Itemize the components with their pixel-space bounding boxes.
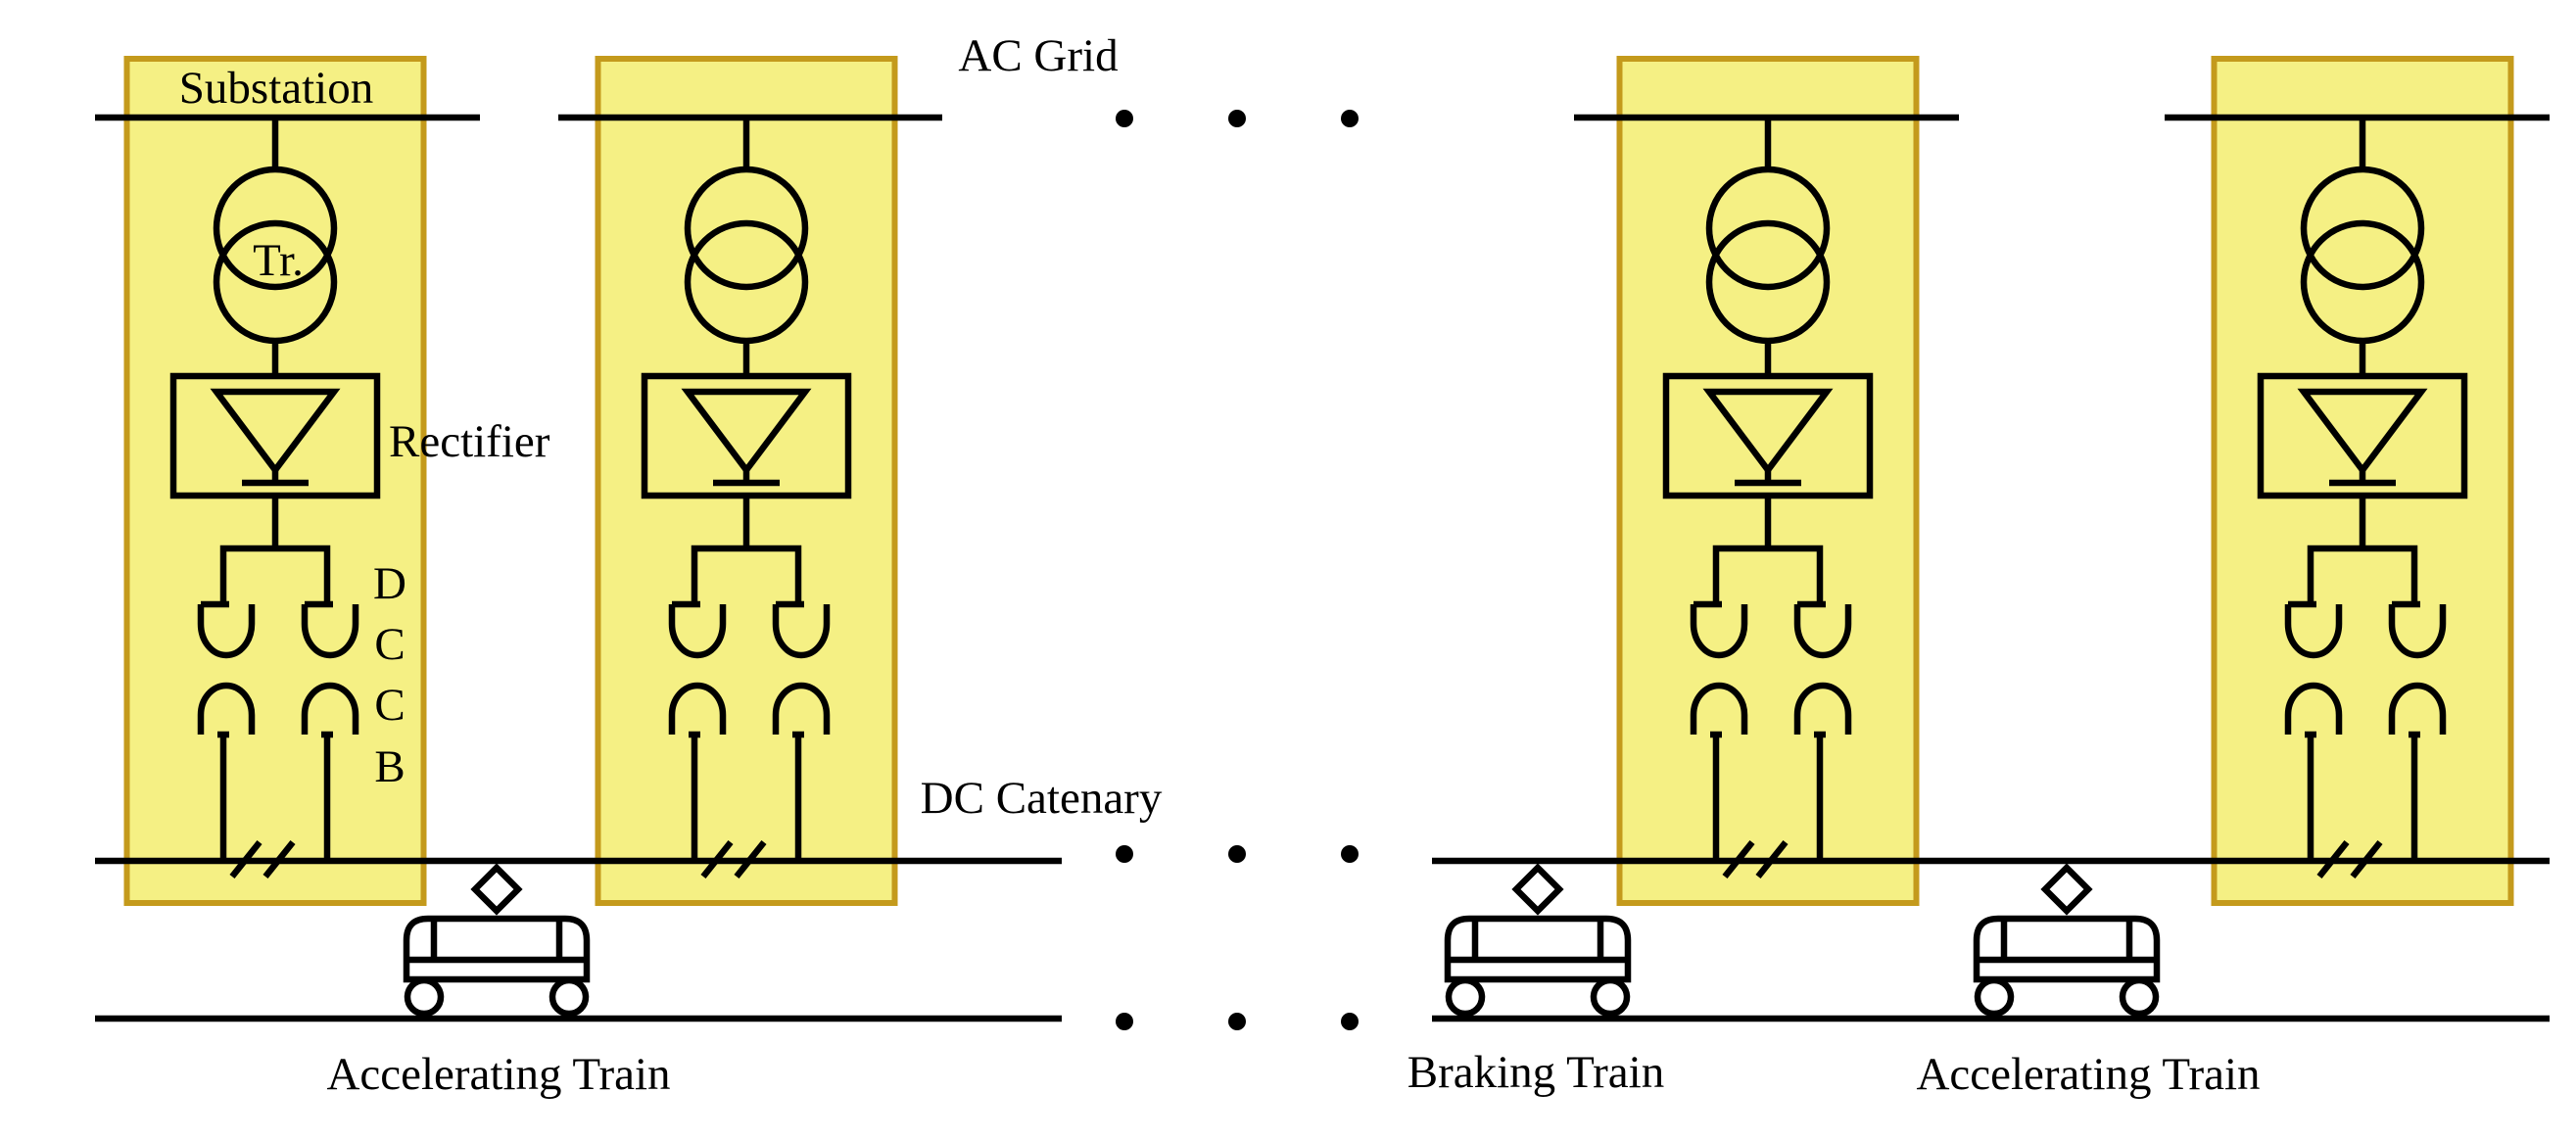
wheel-icon bbox=[404, 976, 445, 1018]
section-mark bbox=[1722, 839, 1755, 879]
pantograph-icon bbox=[470, 863, 523, 916]
dccb-label-letter: D bbox=[373, 558, 406, 609]
diode-icon bbox=[1702, 388, 1834, 476]
section-mark bbox=[1755, 839, 1789, 879]
section-mark bbox=[229, 839, 262, 879]
branch-line bbox=[691, 545, 802, 604]
dccb-label-letter: C bbox=[374, 619, 405, 670]
dc-breaker-icon bbox=[772, 682, 831, 735]
dc-breaker-icon bbox=[197, 604, 256, 659]
ellipsis-dot bbox=[1228, 1013, 1246, 1030]
dc-breaker-icon bbox=[301, 682, 359, 735]
section-mark bbox=[734, 839, 767, 879]
dc-breaker-icon bbox=[1690, 604, 1748, 659]
train-icon bbox=[1973, 863, 2161, 1018]
train-body bbox=[403, 915, 591, 983]
substations bbox=[169, 118, 2468, 879]
dc-breaker-icon bbox=[668, 682, 727, 735]
section-mark bbox=[2316, 839, 2350, 879]
dc-breaker-icon bbox=[2388, 604, 2447, 659]
train-icon bbox=[403, 863, 591, 1018]
ellipsis-dot bbox=[1341, 845, 1359, 863]
branch-line bbox=[1712, 545, 1824, 604]
section-mark bbox=[2350, 839, 2383, 879]
wheel-icon bbox=[1590, 976, 1631, 1018]
transformer-icon bbox=[213, 166, 338, 291]
transformer-icon bbox=[1705, 166, 1831, 291]
branch-line bbox=[2307, 545, 2418, 604]
substation bbox=[641, 118, 852, 879]
train-label: Accelerating Train bbox=[326, 1049, 670, 1100]
substation-label: Substation bbox=[179, 63, 373, 114]
train-body bbox=[1444, 915, 1632, 983]
dccb-label-letter: C bbox=[374, 680, 405, 731]
power-lines bbox=[95, 114, 2550, 1022]
substation-boxes bbox=[123, 56, 2514, 906]
ac-grid-label: AC Grid bbox=[958, 30, 1118, 81]
branch-line bbox=[219, 545, 331, 604]
ellipsis-dot bbox=[1341, 1013, 1359, 1030]
ellipsis-dot bbox=[1228, 845, 1246, 863]
diode-icon bbox=[210, 388, 341, 476]
section-mark bbox=[700, 839, 734, 879]
pantograph-icon bbox=[2040, 863, 2093, 916]
substation bbox=[2257, 118, 2468, 879]
dc-breaker-icon bbox=[2388, 682, 2447, 735]
dc-breaker-icon bbox=[1690, 682, 1748, 735]
diode-icon bbox=[2297, 388, 2428, 476]
dc-breaker-icon bbox=[2284, 604, 2343, 659]
transformer-icon bbox=[2300, 166, 2425, 291]
transformer-icon bbox=[684, 166, 809, 291]
transformer-label: Tr. bbox=[253, 235, 304, 286]
wheel-icon bbox=[2119, 976, 2160, 1018]
dc-breaker-icon bbox=[772, 604, 831, 659]
dc-breaker-icon bbox=[1793, 682, 1852, 735]
trains bbox=[403, 863, 2161, 1018]
substation bbox=[169, 118, 381, 879]
ellipsis-dot bbox=[1116, 110, 1133, 127]
ellipsis-dot bbox=[1116, 845, 1133, 863]
continuation-dots bbox=[1116, 110, 1359, 1030]
wheel-icon bbox=[549, 976, 590, 1018]
diode-icon bbox=[681, 388, 812, 476]
train-icon bbox=[1444, 863, 1632, 1018]
ellipsis-dot bbox=[1228, 110, 1246, 127]
dc-breaker-icon bbox=[668, 604, 727, 659]
dc-breaker-icon bbox=[1793, 604, 1852, 659]
dccb-label-letter: B bbox=[374, 741, 405, 792]
ellipsis-dot bbox=[1341, 110, 1359, 127]
section-mark bbox=[262, 839, 296, 879]
wheel-icon bbox=[1974, 976, 2015, 1018]
dc-breaker-icon bbox=[197, 682, 256, 735]
pantograph-icon bbox=[1511, 863, 1564, 916]
ellipsis-dot bbox=[1116, 1013, 1133, 1030]
rectifier-label: Rectifier bbox=[389, 416, 550, 467]
substation bbox=[1662, 118, 1874, 879]
dc-catenary-label: DC Catenary bbox=[921, 773, 1163, 824]
wheel-icon bbox=[1445, 976, 1486, 1018]
train-label: Braking Train bbox=[1407, 1047, 1664, 1098]
train-label: Accelerating Train bbox=[1916, 1049, 2260, 1100]
dc-breaker-icon bbox=[2284, 682, 2343, 735]
train-body bbox=[1973, 915, 2161, 983]
dc-breaker-icon bbox=[301, 604, 359, 659]
